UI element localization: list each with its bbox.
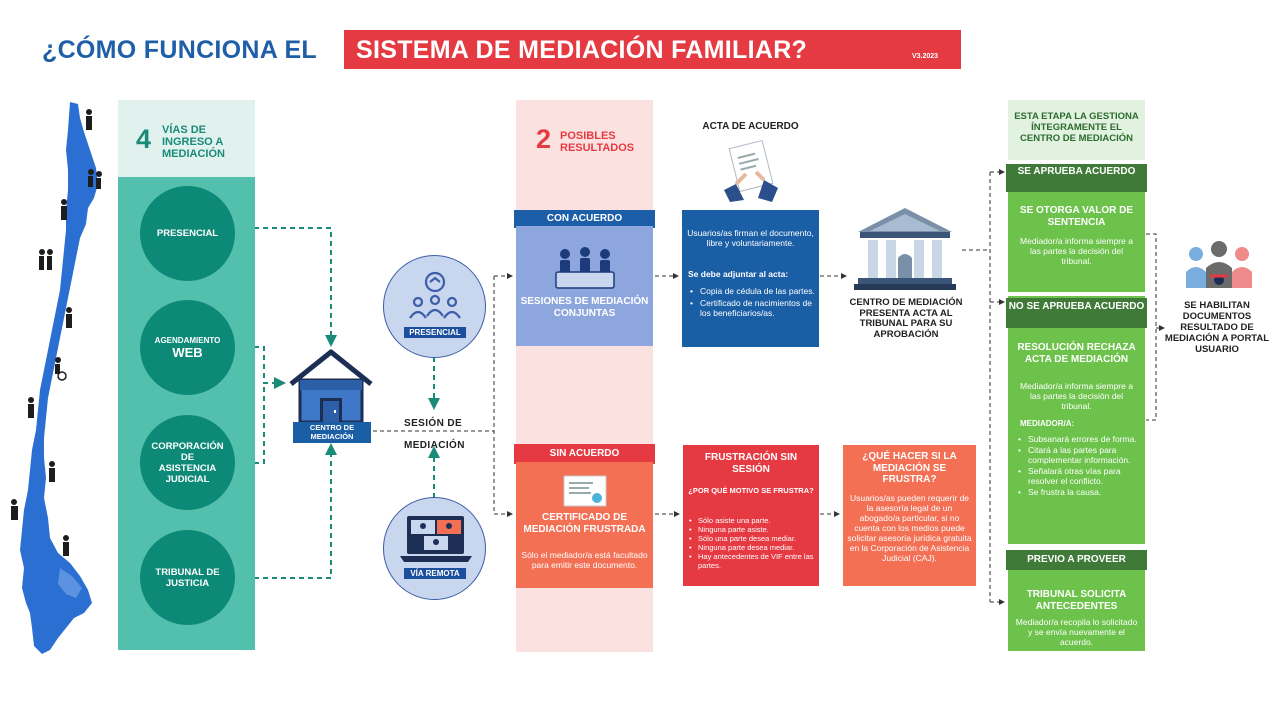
certificado-body: Sólo el mediador/a está facultado para e… [521,550,648,570]
frustracion-item: Ninguna parte asiste. [688,525,818,534]
rechaza-title: RESOLUCIÓN RECHAZA ACTA DE MEDIACIÓN [1017,342,1136,365]
sesion-remota-circle [383,497,486,600]
centro-presenta-text: CENTRO DE MEDIACIÓN PRESENTA ACTA AL TRI… [849,297,963,340]
way-agendamiento-web: AGENDAMIENTO WEB [140,300,235,395]
sesion-presencial-circle [383,255,486,358]
house-icon [289,349,373,424]
way-web-label-top: AGENDAMIENTO [154,336,221,345]
frustracion-list: Sólo asiste una parte. Ninguna parte asi… [688,516,818,570]
title-banner [344,30,961,69]
aprueba-banner: SE APRUEBA ACUERDO [1006,164,1147,192]
sesion-label-line1: SESIÓN DE [404,418,463,429]
previo-banner: PREVIO A PROVEER [1006,550,1147,570]
certificate-icon [563,475,607,507]
family-icon [1186,241,1252,288]
mediador-label: MEDIADOR/A: [1020,419,1075,428]
sesion-mediacion-label: SESIÓN DE MEDIACIÓN [404,413,465,457]
final-portal-text: SE HABILITAN DOCUMENTOS RESULTADO DE MED… [1164,300,1270,355]
way-tribunal: TRIBUNAL DE JUSTICIA [140,530,235,625]
way-presencial: PRESENCIAL [140,186,235,281]
way-web-label-big: WEB [172,345,203,360]
previo-body: Mediador/a recopila lo solicitado y se e… [1015,617,1138,647]
way-corporacion: CORPORACIÓN DE ASISTENCIA JUDICIAL [140,415,235,510]
sesion-label-line2: MEDIACIÓN [404,440,465,451]
way-tribunal-label: TRIBUNAL DE JUSTICIA [155,566,220,589]
que-hacer-body: Usuarios/as pueden requerir de la asesor… [847,493,972,563]
resultados-label: POSIBLES RESULTADOS [560,130,635,154]
frustracion-item: Ninguna parte desea mediar. [688,543,818,552]
acta-list: Copia de cédula de las partes. Certifica… [688,286,819,320]
acta-intro: Usuarios/as firman el documento, libre y… [687,228,814,248]
no-aprueba-panel [1008,296,1145,544]
chile-map-icon [11,102,102,654]
aprueba-body: Mediador/a informa siempre a las partes … [1020,236,1133,266]
way-presencial-label: PRESENCIAL [156,228,219,239]
acta-title: ACTA DE ACUERDO [702,121,799,132]
ingreso-label: VÍAS DE INGRESO A MEDIACIÓN [162,124,225,160]
mediador-item: Señalará otras vías para resolver el con… [1018,466,1138,486]
title-left: ¿CÓMO FUNCIONA EL [42,36,317,64]
rechaza-body: Mediador/a informa siempre a las partes … [1020,381,1133,411]
way-corporacion-label: CORPORACIÓN DE ASISTENCIA JUDICIAL [151,440,224,485]
sesiones-conjuntas-label: SESIONES DE MEDIACIÓN CONJUNTAS [520,296,649,319]
ingreso-number: 4 [136,124,152,154]
frustracion-item: Hay antecedentes de VIF entre las partes… [688,552,818,570]
frustracion-item: Sólo asiste una parte. [688,516,818,525]
resultados-header [516,100,653,177]
acta-item: Certificado de nacimientos de los benefi… [688,298,819,318]
laptop-videocall-icon [400,516,472,562]
no-aprueba-banner: NO SE APRUEBA ACUERDO [1006,298,1147,328]
frustracion-question: ¿POR QUÉ MOTIVO SE FRUSTRA? [688,486,814,495]
title-right: SISTEMA DE MEDIACIÓN FAMILIAR? [356,36,808,64]
mediador-item: Citará a las partes para complementar in… [1018,445,1138,465]
con-acuerdo-banner: CON ACUERDO [514,210,655,228]
ingreso-header [118,100,255,177]
meeting-people-icon [409,271,461,319]
acta-box [682,210,819,347]
gestiona-text: ESTA ETAPA LA GESTIONA ÍNTEGRAMENTE EL C… [1014,111,1139,144]
previo-title: TRIBUNAL SOLICITA ANTECEDENTES [1026,589,1127,612]
acta-adjuntar: Se debe adjuntar al acta: [688,269,789,279]
meeting-table-icon [555,247,615,289]
acta-item: Copia de cédula de las partes. [688,286,819,296]
mediador-item: Subsanará errores de forma. [1018,434,1138,444]
remota-tag: VÍA REMOTA [404,568,466,579]
centro-mediacion-label: CENTRO DE MEDIACIÓN [293,422,371,443]
aprueba-title: SE OTORGA VALOR DE SENTENCIA [1019,205,1134,228]
gestiona-box [1008,100,1145,160]
frustracion-title: FRUSTRACIÓN SIN SESIÓN [704,452,798,475]
mediador-list: Subsanará errores de forma. Citará a las… [1018,434,1138,498]
que-hacer-title: ¿QUÉ HACER SI LA MEDIACIÓN SE FRUSTRA? [862,451,957,485]
signing-document-icon [724,140,778,202]
frustracion-item: Sólo una parte desea mediar. [688,534,818,543]
resultados-number: 2 [536,124,552,154]
sin-acuerdo-banner: SIN ACUERDO [514,444,655,464]
certificado-title: CERTIFICADO DE MEDIACIÓN FRUSTRADA [523,512,646,535]
version-label: V3.2023 [912,53,939,60]
presencial-tag: PRESENCIAL [404,327,466,338]
mediador-item: Se frustra la causa. [1018,487,1138,497]
que-hacer-box [843,445,976,586]
courthouse-icon [854,208,956,290]
